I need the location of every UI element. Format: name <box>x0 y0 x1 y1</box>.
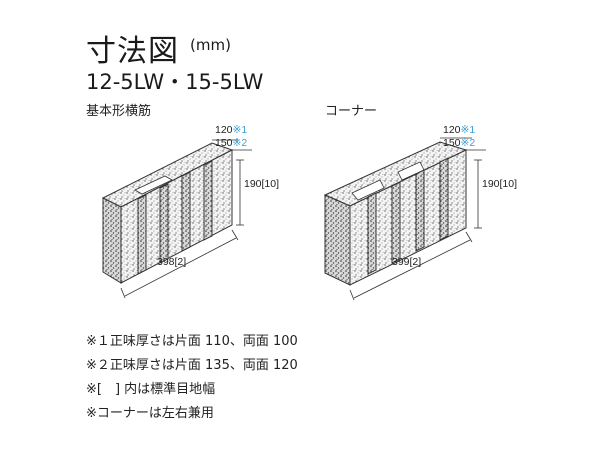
corner-height: 190[10] <box>482 178 518 190</box>
basic-height: 190[10] <box>244 178 280 190</box>
corner-width-120-value: 120 <box>443 124 461 136</box>
basic-width-150: 150※2 <box>215 137 247 149</box>
basic-mark-1: ※1 <box>232 124 248 136</box>
corner-ribs <box>367 157 449 275</box>
basic-ribs <box>137 160 213 275</box>
basic-dimension-lines <box>120 139 252 299</box>
basic-top-groove <box>134 175 173 195</box>
model-number: 12-5LW・15-5LW <box>86 70 264 94</box>
note-1: ※１正味厚さは片面 110、両面 100 <box>86 334 298 349</box>
basic-width-120-value: 120 <box>215 124 233 136</box>
note-3: ※[ ] 内は標準目地幅 <box>86 382 216 397</box>
basic-end-face <box>102 197 122 284</box>
basic-width-150-value: 150 <box>215 137 233 149</box>
corner-length: 399[2] <box>392 256 422 268</box>
basic-length: 398[2] <box>157 256 187 268</box>
corner-width-150: 150※2 <box>443 137 475 149</box>
note-2: ※２正味厚さは片面 135、両面 120 <box>86 358 298 373</box>
basic-block-label: 基本形横筋 <box>86 104 152 119</box>
page-title: 寸法図 <box>86 34 179 69</box>
corner-front-face <box>349 149 467 286</box>
basic-width-120: 120※1 <box>215 124 247 136</box>
basic-mark-2: ※2 <box>232 137 248 149</box>
note-4: ※コーナーは左右兼用 <box>86 406 214 421</box>
corner-dimension-lines <box>349 137 486 301</box>
corner-width-120: 120※1 <box>443 124 475 136</box>
basic-block-drawing <box>101 139 252 299</box>
corner-width-150-value: 150 <box>443 137 461 149</box>
corner-top-notch-1 <box>351 179 385 201</box>
corner-mark-1: ※1 <box>460 124 476 136</box>
corner-block-drawing <box>323 137 486 301</box>
corner-mark-2: ※2 <box>460 137 476 149</box>
corner-block-label: コーナー <box>325 104 378 119</box>
unit-label: (mm) <box>190 36 231 54</box>
corner-end-face <box>324 194 351 286</box>
